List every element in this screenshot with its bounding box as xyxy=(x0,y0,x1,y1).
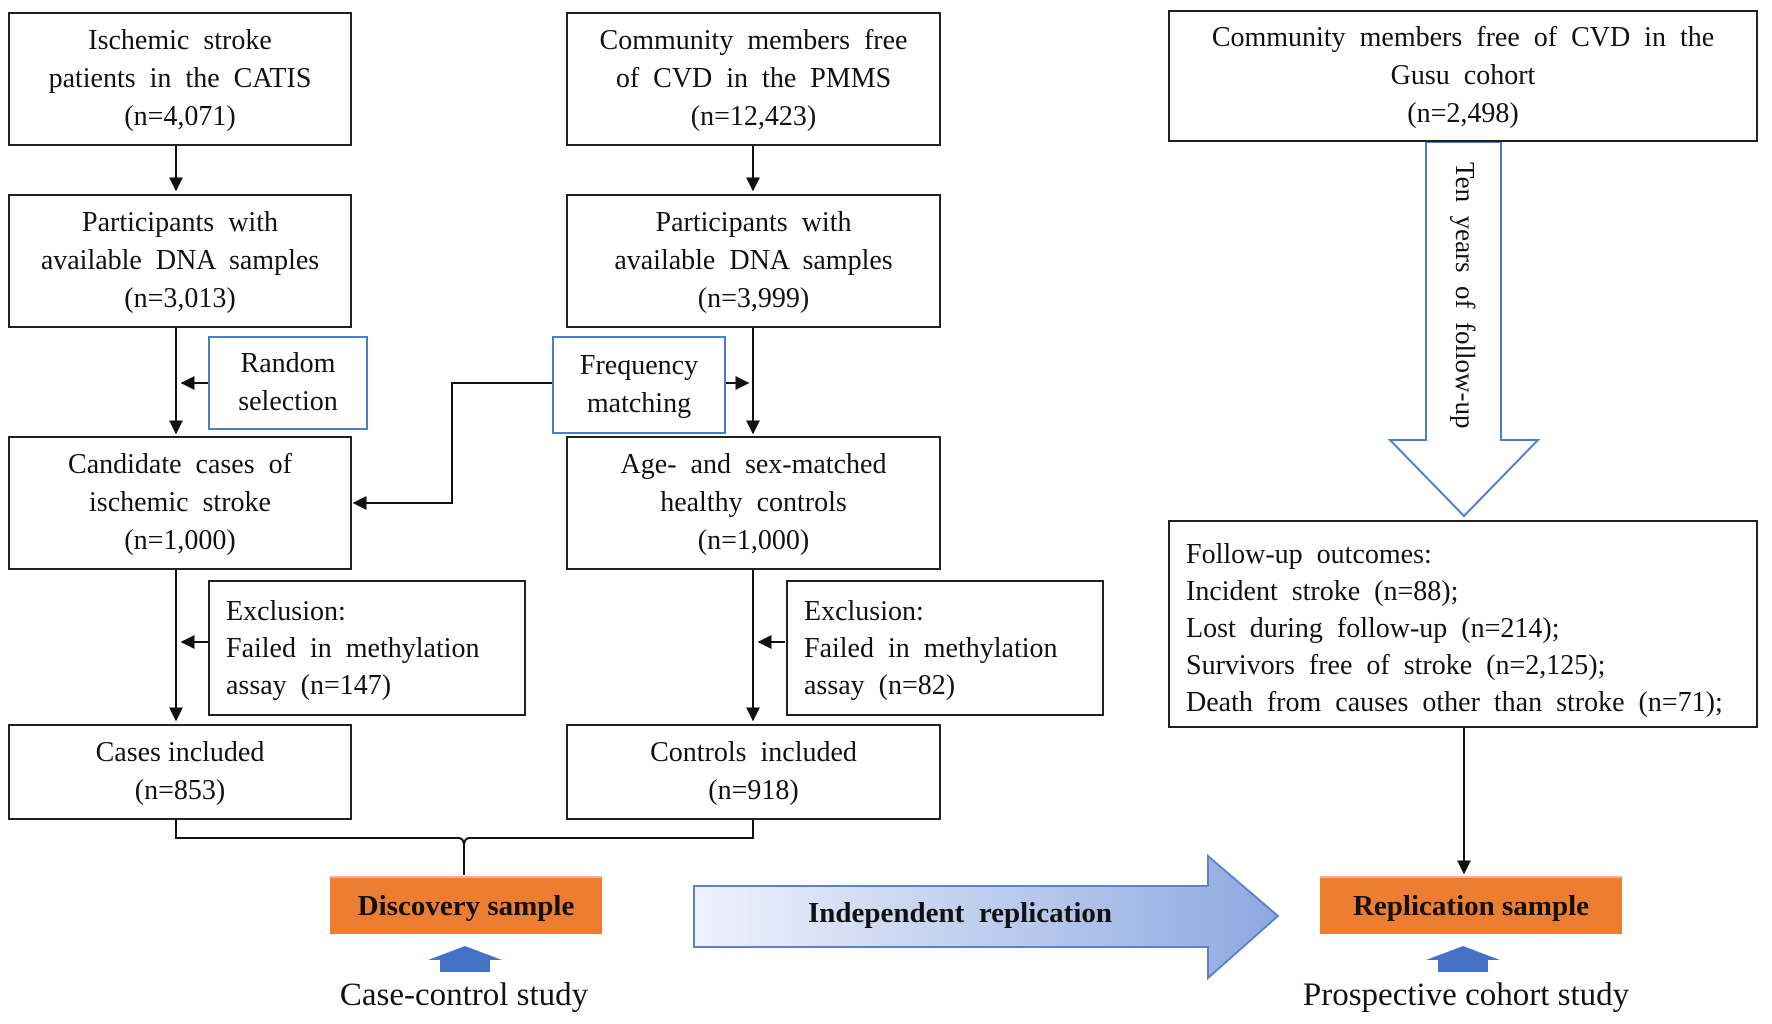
control-dna-line-3: (n=3,999) xyxy=(697,283,810,314)
outcome-line-2: Incident stroke (n=88); xyxy=(1186,576,1459,607)
case-dna-line-1: Participants with xyxy=(82,207,278,238)
case-exclusion-line-3: assay (n=147) xyxy=(226,669,392,701)
matched-line-2: healthy controls xyxy=(660,487,847,518)
catis-patients-box: Ischemic stroke patients in the CATIS (n… xyxy=(8,12,352,146)
random-selection-line-1: Random xyxy=(240,348,336,379)
gusu-line-1: Community members free of CVD in the xyxy=(1211,22,1715,53)
candidate-line-3: (n=1,000) xyxy=(124,525,236,556)
control-dna-line-2: available DNA samples xyxy=(614,245,893,276)
cases-included-box: Cases included (n=853) xyxy=(8,724,352,820)
random-selection-line-2: selection xyxy=(238,386,338,417)
control-exclusion-box: Exclusion: Failed in methylation assay (… xyxy=(786,580,1104,716)
outcome-line-4: Survivors free of stroke (n=2,125); xyxy=(1186,650,1606,681)
discovery-up-arrow-icon xyxy=(428,946,502,972)
merge-bracket xyxy=(175,820,754,875)
candidate-line-1: Candidate cases of xyxy=(68,449,292,480)
independent-replication-label: Independent replication xyxy=(808,897,1113,929)
control-exclusion-line-2: Failed in methylation xyxy=(804,632,1058,664)
case-dna-line-3: (n=3,013) xyxy=(124,283,236,314)
cases-included-line-2: (n=853) xyxy=(134,775,226,806)
case-dna-line-2: available DNA samples xyxy=(40,245,320,276)
outcome-line-1: Follow-up outcomes: xyxy=(1186,539,1432,570)
catis-line-3: (n=4,071) xyxy=(124,101,236,132)
cases-included-line-1: Cases included xyxy=(95,737,265,768)
cohort-caption: Prospective cohort study xyxy=(1302,977,1630,1013)
gusu-line-3: (n=2,498) xyxy=(1407,98,1519,129)
independent-replication-arrow xyxy=(693,853,1280,981)
frequency-matching-line-2: matching xyxy=(586,388,692,419)
frequency-matching-box: Frequency matching xyxy=(552,336,726,434)
candidate-cases-box: Candidate cases of ischemic stroke (n=1,… xyxy=(8,436,352,570)
gusu-line-2: Gusu cohort xyxy=(1390,60,1536,91)
case-control-caption: Case-control study xyxy=(339,977,589,1013)
outcome-line-3: Lost during follow-up (n=214); xyxy=(1186,613,1560,644)
control-exclusion-line-1: Exclusion: xyxy=(804,595,924,627)
random-selection-box: Random selection xyxy=(208,336,368,430)
gusu-cohort-box: Community members free of CVD in the Gus… xyxy=(1168,10,1758,142)
controls-included-box: Controls included (n=918) xyxy=(566,724,941,820)
controls-included-line-2: (n=918) xyxy=(708,775,799,806)
case-exclusion-box: Exclusion: Failed in methylation assay (… xyxy=(208,580,526,716)
catis-line-2: patients in the CATIS xyxy=(48,63,312,94)
arrow-matching-to-cases xyxy=(352,382,552,510)
controls-included-line-1: Controls included xyxy=(650,737,857,768)
frequency-matching-line-1: Frequency xyxy=(579,350,699,381)
case-dna-box: Participants with available DNA samples … xyxy=(8,194,352,328)
pmms-line-2: of CVD in the PMMS xyxy=(615,63,892,94)
follow-up-outcomes-box: Follow-up outcomes: Incident stroke (n=8… xyxy=(1168,520,1758,728)
control-dna-line-1: Participants with xyxy=(655,207,852,238)
follow-up-duration-label: Ten years of follow-up xyxy=(1450,162,1480,429)
candidate-line-2: ischemic stroke xyxy=(89,487,271,518)
control-exclusion-line-3: assay (n=82) xyxy=(804,669,956,701)
outcome-line-5: Death from causes other than stroke (n=7… xyxy=(1186,687,1723,718)
control-dna-box: Participants with available DNA samples … xyxy=(566,194,941,328)
matched-line-3: (n=1,000) xyxy=(697,525,810,556)
discovery-sample-label: Discovery sample xyxy=(330,876,602,934)
case-exclusion-line-2: Failed in methylation xyxy=(226,632,480,664)
catis-line-1: Ischemic stroke xyxy=(88,25,272,56)
replication-up-arrow-icon xyxy=(1426,946,1500,972)
case-exclusion-line-1: Exclusion: xyxy=(226,595,346,627)
follow-up-arrow xyxy=(1387,141,1541,518)
pmms-members-box: Community members free of CVD in the PMM… xyxy=(566,12,941,146)
matched-line-1: Age- and sex-matched xyxy=(620,449,887,480)
pmms-line-1: Community members free xyxy=(599,25,908,56)
pmms-line-3: (n=12,423) xyxy=(690,101,817,132)
replication-sample-label: Replication sample xyxy=(1320,876,1622,934)
matched-controls-box: Age- and sex-matched healthy controls (n… xyxy=(566,436,941,570)
